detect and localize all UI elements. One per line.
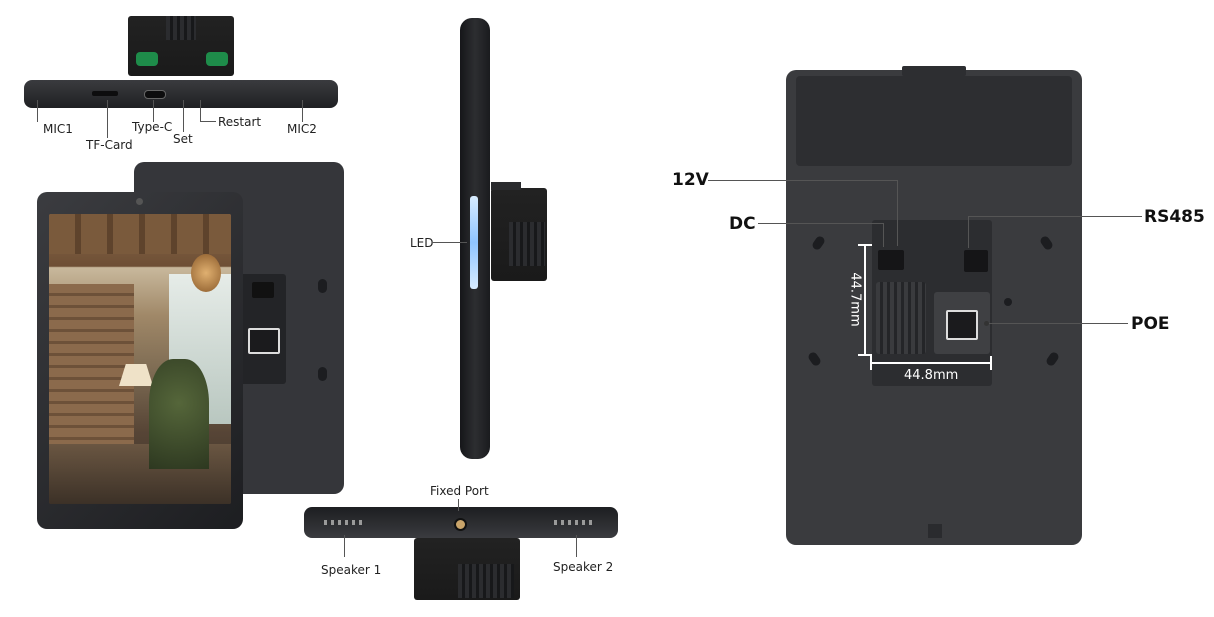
poe-label: POE	[1131, 314, 1170, 334]
heatsink	[876, 282, 926, 354]
back-module	[240, 274, 286, 384]
speaker1-grille	[324, 520, 366, 525]
dc-label: DC	[729, 214, 756, 234]
width-dimension-label: 44.8mm	[904, 368, 959, 383]
side-bracket	[491, 188, 547, 281]
connector-module	[872, 220, 992, 386]
rs485-terminal	[964, 250, 988, 272]
mic2-label: MIC2	[287, 122, 317, 136]
bottom-bracket	[414, 538, 520, 600]
poe-block	[934, 292, 990, 354]
bracket-vent	[166, 16, 196, 40]
front-camera	[136, 198, 143, 205]
height-dimension-label: 44.7mm	[847, 272, 863, 327]
back-panel	[786, 66, 1082, 545]
mount-bracket	[128, 16, 234, 76]
rs485-label: RS485	[1144, 207, 1205, 227]
mic1-label: MIC1	[43, 122, 73, 136]
fixed-port-hole	[454, 518, 467, 531]
type-c-label: Type-C	[132, 120, 173, 134]
poe-rj45-port	[946, 310, 978, 340]
rj45-port-small	[248, 328, 280, 354]
terminal-left	[136, 52, 158, 66]
terminal-right	[206, 52, 228, 66]
tf-card-label: TF-Card	[86, 138, 133, 152]
device-top-edge	[24, 80, 338, 108]
led-label: LED	[410, 236, 434, 250]
type-c-port	[144, 90, 166, 99]
led-strip	[470, 196, 478, 289]
12v-label: 12V	[672, 170, 709, 190]
tf-card-slot	[92, 91, 118, 96]
power-terminal	[878, 250, 904, 270]
device-bottom-edge	[304, 507, 618, 538]
fixed-port-label: Fixed Port	[430, 484, 489, 498]
speaker2-grille	[554, 520, 596, 525]
speaker1-label: Speaker 1	[321, 563, 382, 577]
restart-label: Restart	[218, 115, 262, 129]
speaker2-label: Speaker 2	[553, 560, 614, 574]
tablet-front	[37, 192, 243, 529]
set-label: Set	[173, 132, 193, 146]
tablet-screen	[49, 214, 231, 504]
